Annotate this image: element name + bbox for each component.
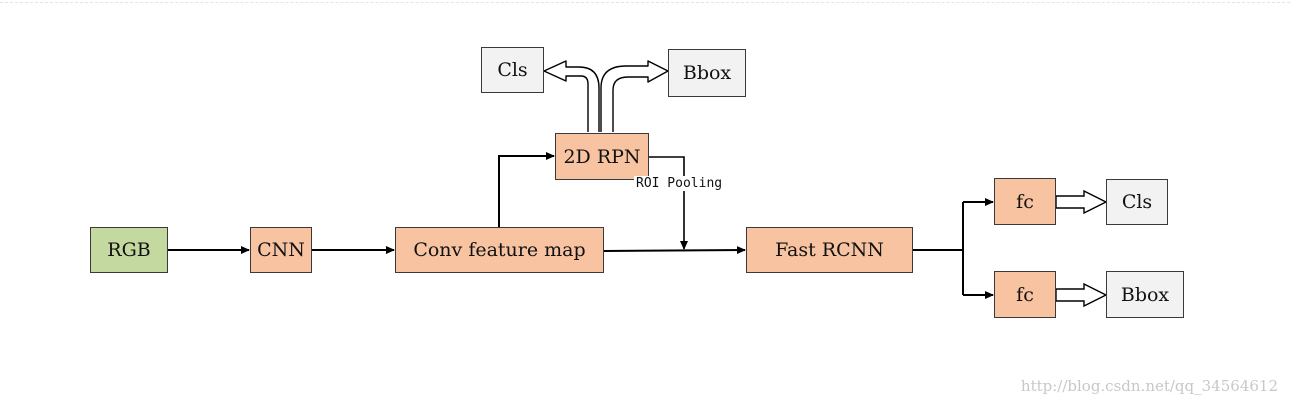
edge-rpn-roi-pooling bbox=[649, 156, 688, 250]
output-bbox-box: Bbox bbox=[1106, 271, 1184, 318]
fc-bottom-box: fc bbox=[994, 271, 1056, 318]
roi-pooling-label: ROI Pooling bbox=[634, 176, 725, 191]
hollow-arrow-fc-cls bbox=[1055, 189, 1108, 215]
hollow-arrow-rpn-split bbox=[543, 60, 669, 132]
conv-feature-map-box: Conv feature map bbox=[395, 227, 604, 273]
cnn-box: CNN bbox=[250, 227, 312, 273]
watermark: http://blog.csdn.net/qq_34564612 bbox=[1020, 377, 1278, 395]
hollow-arrow-fc-bbox bbox=[1055, 282, 1108, 308]
rpn-box: 2D RPN bbox=[555, 133, 649, 180]
rpn-cls-box: Cls bbox=[481, 47, 544, 93]
rgb-input-box: RGB bbox=[90, 227, 168, 273]
edge-conv-fastrcnn bbox=[603, 246, 746, 255]
top-divider bbox=[0, 2, 1290, 3]
edge-fastrcnn-fc-split bbox=[913, 198, 994, 299]
fc-top-box: fc bbox=[994, 178, 1056, 225]
rpn-bbox-box: Bbox bbox=[668, 49, 746, 97]
edge-conv-rpn bbox=[498, 152, 555, 227]
fast-rcnn-box: Fast RCNN bbox=[746, 227, 913, 273]
output-cls-box: Cls bbox=[1106, 179, 1168, 225]
